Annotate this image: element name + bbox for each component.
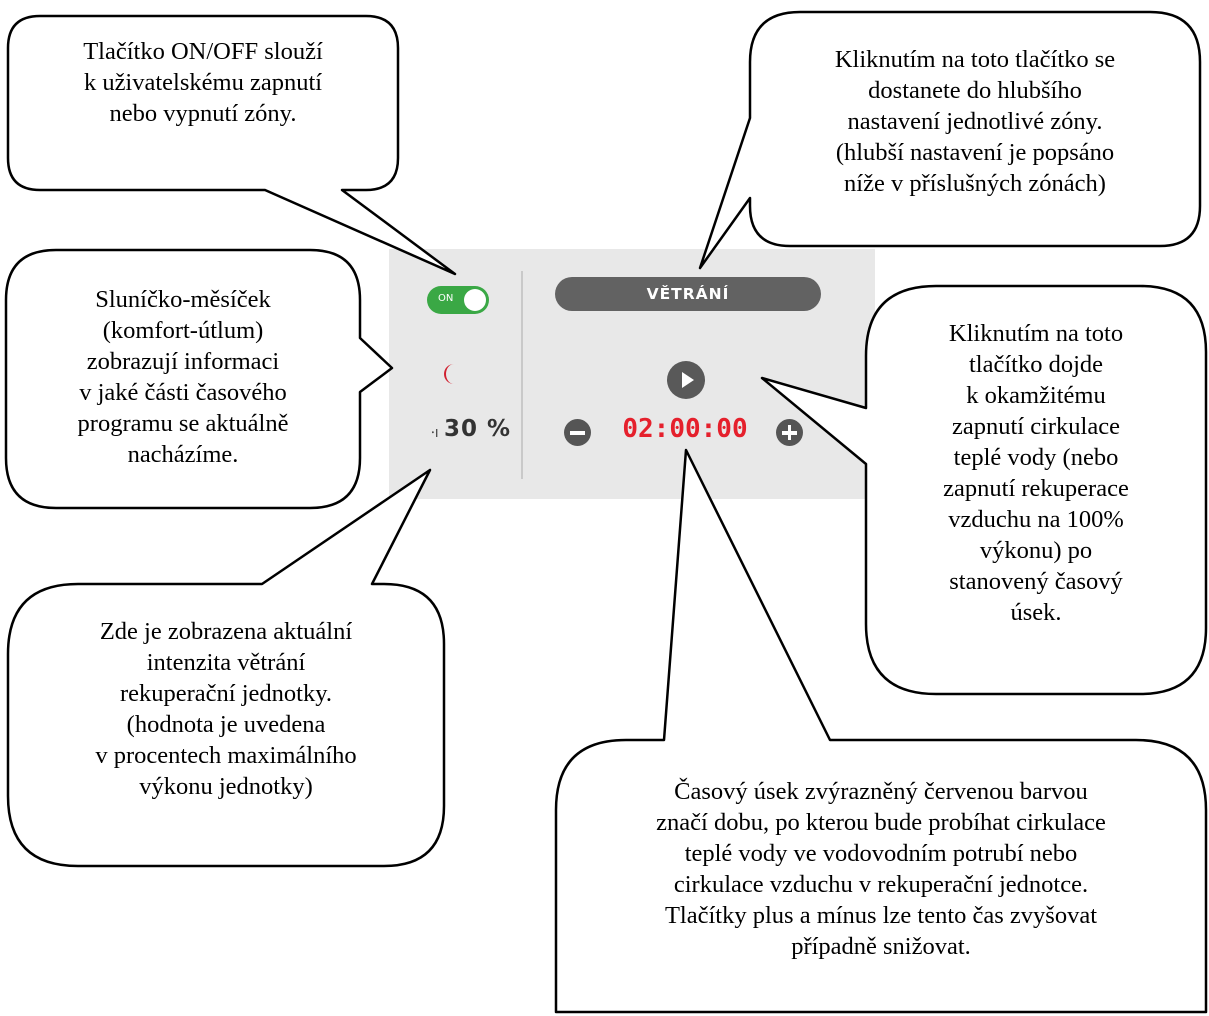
toggle-knob — [464, 289, 486, 311]
minus-circle-icon[interactable] — [564, 419, 591, 446]
minus-bar — [570, 431, 585, 435]
ventilation-intensity: 30 % — [444, 416, 512, 442]
callout-intensity-text: Zde je zobrazena aktuální intenzita větr… — [95, 618, 357, 800]
callout-timer-text: Časový úsek zvýrazněný červenou barvou z… — [656, 778, 1106, 960]
plus-circle-icon[interactable] — [776, 419, 803, 446]
callout-play-text: Kliknutím na toto tlačítko dojde k okamž… — [943, 320, 1129, 626]
panel-divider — [521, 271, 523, 479]
timer-value: 02:00:00 — [622, 414, 748, 444]
callout-toggle-text: Tlačítko ON/OFF slouží k uživatelskému z… — [83, 38, 323, 127]
fan-icon: ⸱ı — [431, 425, 439, 441]
toggle-label: ON — [438, 293, 454, 304]
callout-sunmoon-text: Sluníčko-měsíček (komfort-útlum) zobrazu… — [77, 286, 289, 468]
moon-icon — [444, 364, 454, 384]
callout-zone-text: Kliknutím na toto tlačítko se dostanete … — [834, 46, 1116, 197]
on-off-toggle[interactable]: ON — [427, 286, 489, 314]
play-icon[interactable] — [667, 361, 705, 399]
plus-bar-v — [787, 425, 792, 440]
zone-settings-button[interactable]: VĚTRÁNÍ — [555, 277, 821, 311]
